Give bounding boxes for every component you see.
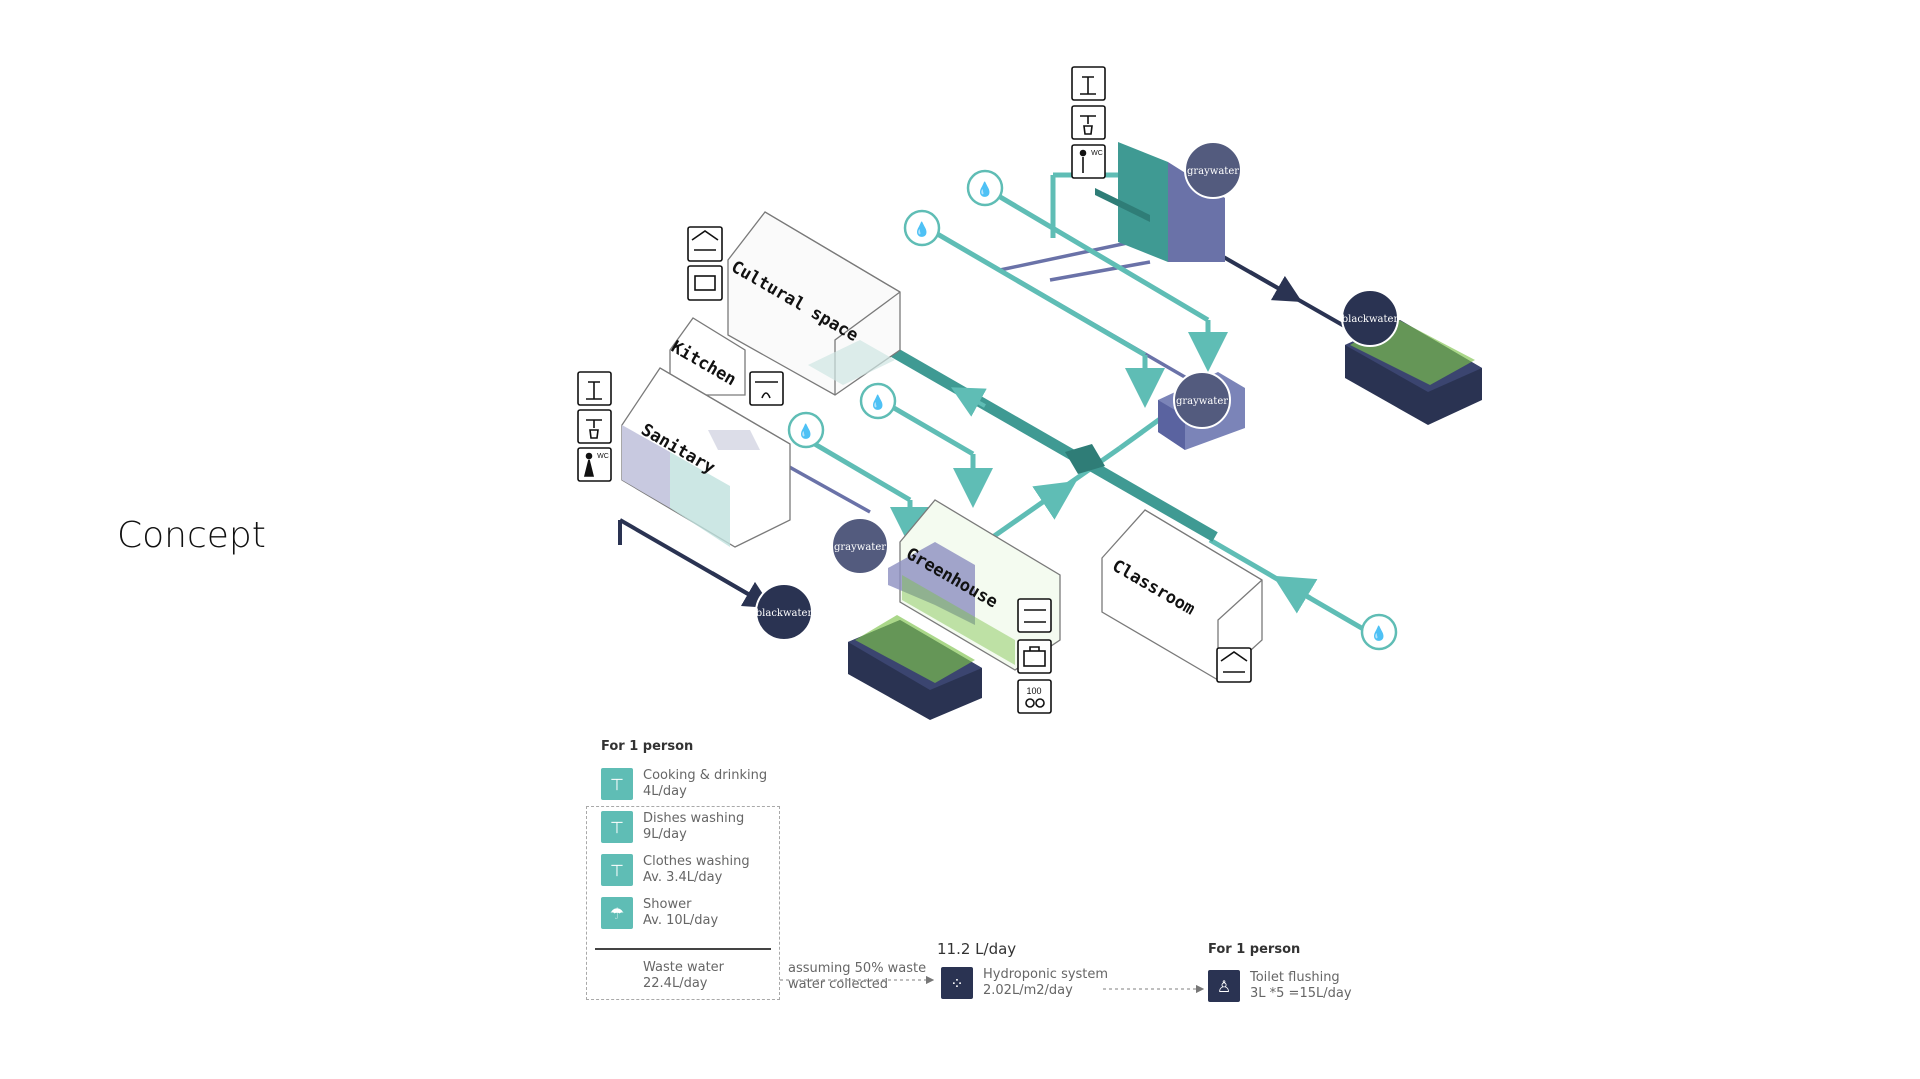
svg-text:graywater: graywater xyxy=(834,542,886,553)
blackwater-tank-right: blackwater xyxy=(1341,289,1399,347)
rain-drop-icon: 💧 xyxy=(787,411,825,449)
building-sanitary xyxy=(621,367,791,548)
wc-person-icon: WC xyxy=(577,447,612,482)
main-trunk-pipe xyxy=(887,345,1218,542)
planter-left xyxy=(848,615,982,720)
shower-icon xyxy=(577,371,612,406)
building-classroom xyxy=(1101,509,1263,681)
svg-text:graywater: graywater xyxy=(1187,166,1239,177)
wc-person-icon: WC xyxy=(1071,144,1106,179)
page-title: Concept xyxy=(117,515,266,556)
blackwater-pipes xyxy=(618,253,1361,609)
svg-text:💧: 💧 xyxy=(1370,625,1387,642)
svg-text:blackwater: blackwater xyxy=(756,608,813,619)
svg-text:graywater: graywater xyxy=(1176,396,1228,407)
stove-icon xyxy=(749,371,784,406)
faucet-icon xyxy=(577,409,612,444)
svg-text:WC: WC xyxy=(1091,150,1103,157)
sewing-machine-icon xyxy=(687,265,723,301)
buildings xyxy=(621,211,1263,681)
briefcase-icon xyxy=(1017,639,1052,674)
top-graywater-tank xyxy=(1095,142,1225,262)
graywater-tank-top: graywater xyxy=(1184,141,1242,199)
svg-text:blackwater: blackwater xyxy=(1342,314,1399,325)
svg-text:💧: 💧 xyxy=(797,423,814,440)
pictograms: WC WC 100 xyxy=(577,66,1252,714)
rain-drop-icon: 💧 xyxy=(966,169,1004,207)
graywater-tank-mid: graywater xyxy=(1173,371,1231,429)
svg-text:💧: 💧 xyxy=(869,394,886,411)
svg-text:100: 100 xyxy=(1026,686,1041,696)
seedlings-icon xyxy=(1017,598,1052,633)
shower-icon xyxy=(1071,66,1106,101)
house-people-icon xyxy=(1216,647,1252,683)
coins-icon: 100 xyxy=(1017,679,1052,714)
building-cultural-space xyxy=(727,211,901,396)
house-people-icon xyxy=(687,226,723,262)
blackwater-tank-left: blackwater xyxy=(755,583,813,641)
faucet-icon xyxy=(1071,105,1106,140)
rain-drop-icon: 💧 xyxy=(859,382,897,420)
svg-text:WC: WC xyxy=(597,453,609,460)
svg-text:💧: 💧 xyxy=(913,221,930,238)
rain-sources: 💧 💧 💧 💧 💧 xyxy=(787,169,1398,651)
rain-drop-icon: 💧 xyxy=(903,209,941,247)
graywater-tank-left: graywater xyxy=(831,517,889,575)
rain-drop-icon: 💧 xyxy=(1360,613,1398,651)
svg-text:💧: 💧 xyxy=(976,181,993,198)
